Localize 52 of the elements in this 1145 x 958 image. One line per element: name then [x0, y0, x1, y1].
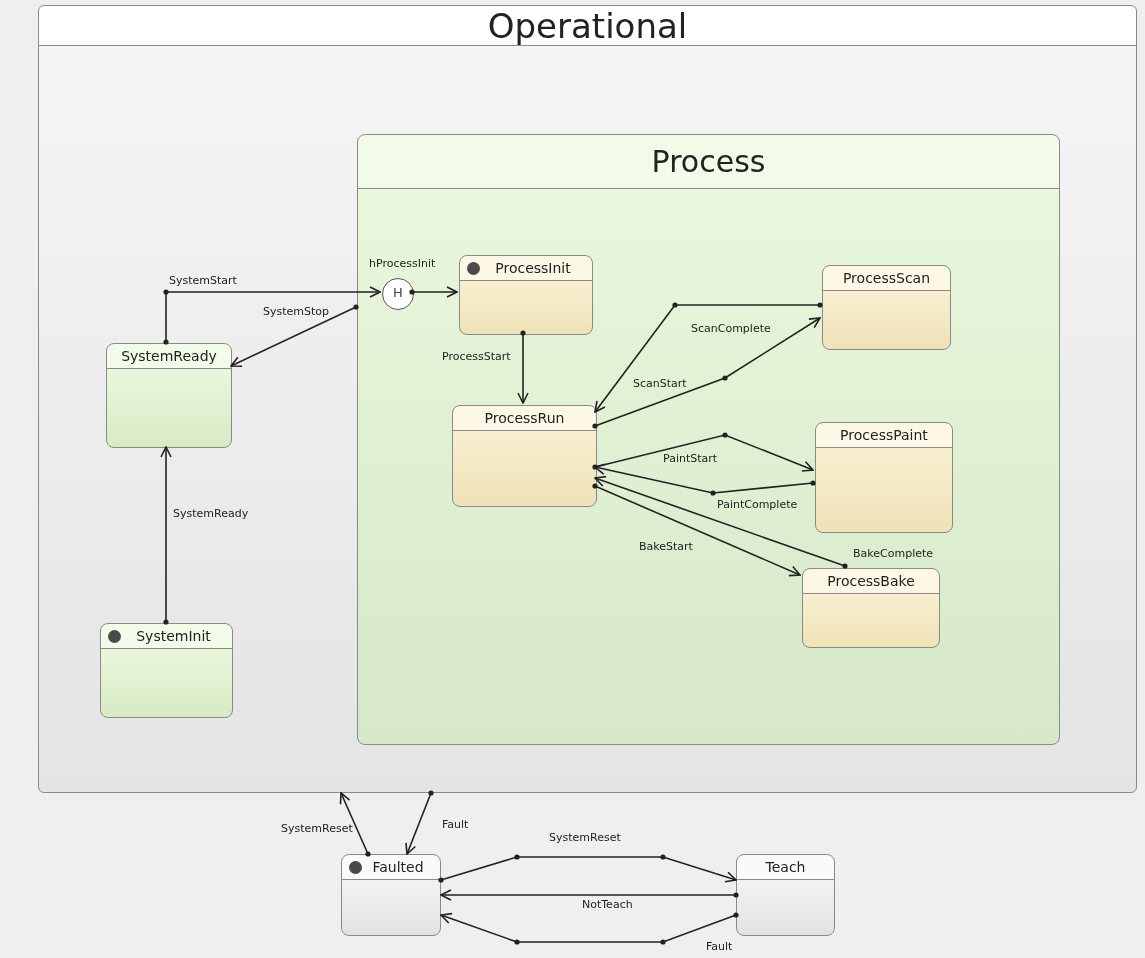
transition-arrow	[592, 483, 801, 577]
state-box	[802, 568, 940, 648]
state-name: Teach	[737, 855, 834, 880]
state-box	[736, 854, 835, 936]
edge-label: SystemStart	[168, 274, 238, 287]
transition-arrow	[409, 286, 458, 298]
state-name: Operational	[39, 6, 1136, 46]
state-name: ProcessRun	[453, 406, 596, 431]
history-marker: H	[392, 285, 404, 300]
edge-label: PaintStart	[662, 452, 719, 465]
state-name: ProcessPaint	[816, 423, 952, 448]
edge-label: ScanComplete	[690, 322, 772, 335]
transition-arrow	[592, 432, 814, 472]
edge-label: NotTeach	[581, 898, 634, 911]
state-name: SystemReady	[107, 344, 231, 369]
edge-label: Fault	[441, 818, 470, 831]
edge-label: SystemStop	[262, 305, 331, 318]
edge-label: BakeComplete	[852, 547, 935, 560]
transition-arrow	[230, 304, 359, 367]
edge-label: SystemReset	[548, 831, 622, 844]
state-name: Process	[358, 135, 1059, 189]
transition-arrow	[160, 446, 172, 625]
state-box	[459, 255, 593, 335]
transition-arrow	[517, 330, 529, 404]
edge-label: ProcessStart	[441, 350, 512, 363]
state-name: ProcessScan	[823, 266, 950, 291]
state-caption: hProcessInit	[369, 257, 436, 270]
edge-label: Fault	[705, 940, 734, 953]
transition-arrow	[438, 854, 737, 883]
composite-state-region	[38, 5, 1137, 793]
transition-arrow	[594, 475, 848, 569]
edge-label: ScanStart	[632, 377, 688, 390]
transition-arrow	[440, 912, 739, 945]
state-box	[100, 623, 233, 718]
transition-arrow	[592, 317, 821, 429]
transition-arrow	[163, 286, 381, 345]
transition-arrow	[440, 889, 739, 901]
edge-label: SystemReady	[172, 507, 250, 520]
transition-arrow	[405, 790, 434, 855]
state-box	[452, 405, 597, 507]
composite-state-region	[357, 134, 1060, 745]
state-box	[815, 422, 953, 533]
edge-label: SystemReset	[280, 822, 354, 835]
transition-arrow	[339, 792, 371, 857]
transition-arrow	[594, 463, 816, 496]
edge-label: PaintComplete	[716, 498, 799, 511]
transition-arrow	[594, 302, 823, 413]
state-box	[106, 343, 232, 448]
state-box	[822, 265, 951, 350]
edge-label: BakeStart	[638, 540, 694, 553]
state-box	[341, 854, 441, 936]
state-name: ProcessBake	[803, 569, 939, 594]
